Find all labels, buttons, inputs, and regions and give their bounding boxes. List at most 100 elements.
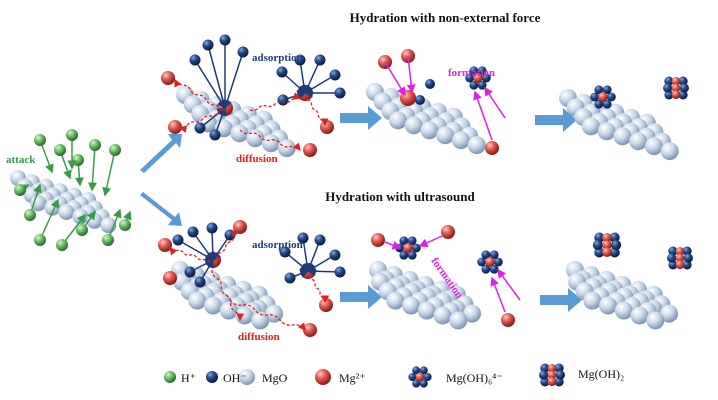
oh-sphere [540,377,550,387]
oh-sphere [679,83,689,93]
mg-sphere [675,247,685,256]
oh-sphere [594,99,604,109]
mgo-sphere [451,131,470,150]
oh-sphere [415,95,425,105]
adsorption-arrow [207,44,228,110]
mg-sphere [675,260,685,269]
oh-sphere [611,239,622,251]
oh-sphere [609,247,620,258]
oh-sphere [489,250,499,260]
mgo-sphere [613,127,632,146]
oh-sphere [602,85,612,95]
oh-sphere [419,379,428,388]
mgo-sphere [417,301,436,320]
oh-sphere [334,87,346,99]
legend-mg-label: Mg²⁺ [339,371,366,385]
mgo-sphere [188,291,207,310]
oh-sphere [276,66,288,78]
oh-sphere [540,363,550,373]
diffusion-path [304,94,329,127]
oh-sphere [539,370,549,380]
branch-arrow-bottom [140,192,182,226]
h-sphere [102,234,114,246]
oh-sphere [189,54,201,66]
mg-sphere [501,313,515,327]
h-sphere [34,234,46,246]
oh-sphere [184,266,196,278]
h-sphere [164,371,176,383]
title-ultrasound: Hydration with ultrasound [325,189,475,204]
mgo-sphere [230,124,249,143]
diffusion-path [309,274,330,304]
oh-sphere [667,253,677,263]
formation-arrow [384,241,402,250]
oh-sphere [172,234,184,246]
mg-sphere [602,240,612,250]
formation-arrow [473,90,493,141]
oh-sphere [219,34,231,46]
mgo-sphere [204,296,223,315]
oh-sphere [425,79,435,89]
mgo-sphere [581,117,600,136]
mg-sphere [441,225,455,239]
oh-sphere [554,363,564,373]
mg-sphere [315,369,331,385]
oh-sphere [554,377,564,387]
mg-sphere [671,90,681,99]
oh-sphere [334,266,346,278]
mgo-sphere [402,296,421,315]
oh-sphere [668,260,678,270]
oh-sphere [419,366,428,375]
legend-oh-label: OH⁻ [223,371,247,385]
mgo-sphere [420,121,439,140]
mg-sphere [671,83,681,93]
mgo-sphere [463,304,482,323]
mgo-sphere [449,311,468,330]
h-sphere [72,154,84,166]
oh-sphere [314,234,326,246]
oh-sphere [399,250,409,260]
oh-sphere [594,247,605,258]
oh-sphere [423,373,432,381]
oh-sphere [194,122,206,134]
mg-sphere [233,220,247,234]
branch-arrow-top [140,134,182,173]
mgo-sphere [597,122,616,141]
oh-sphere [407,236,417,246]
oh-sphere [481,73,491,83]
oh-sphere [481,264,491,274]
oh-sphere [279,246,291,258]
attack-arrow [88,144,97,192]
mgo-sphere [219,301,238,320]
diffusion-path [212,230,240,263]
title-non-external-force: Hydration with non-external force [350,10,541,25]
oh-sphere [202,39,214,51]
mg-sphere [403,243,413,253]
formation-arrow [406,55,416,94]
mg-sphere [547,370,557,380]
oh-sphere [194,276,206,288]
mg-sphere [319,298,333,312]
oh-sphere [187,226,199,238]
mgo-sphere [239,369,255,385]
oh-sphere [664,90,674,100]
h-sphere [24,209,36,221]
mg-sphere [485,141,499,155]
attack-arrow [102,149,116,197]
h-sphere [66,129,78,141]
oh-sphere [206,222,218,234]
oh-sphere [284,272,296,284]
oh-sphere [682,260,692,270]
diffusion-path [169,247,211,263]
diffusion-label-top: diffusion [236,153,278,165]
process-arrow-bottom-2 [540,288,582,312]
oh-sphere [294,54,306,66]
h-sphere [76,224,88,236]
h-sphere [54,144,66,156]
mg-sphere [473,73,483,83]
mg-sphere [671,77,681,86]
mgo-sphere [630,306,649,325]
h-sphere [56,239,68,251]
oh-sphere [465,73,475,83]
